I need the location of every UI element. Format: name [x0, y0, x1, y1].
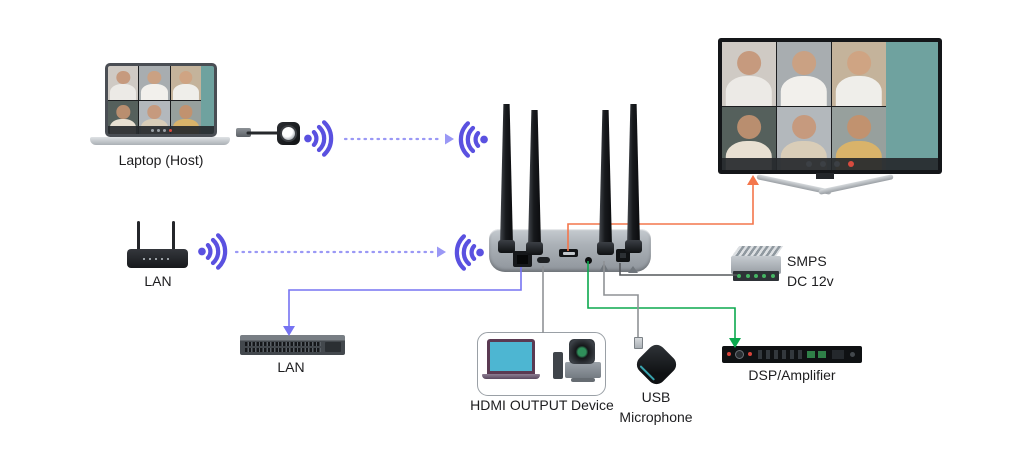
video-conference-grid [722, 42, 886, 170]
camera-control-icon [820, 161, 826, 167]
camera-control-icon [156, 128, 160, 132]
mic-control-icon [150, 128, 154, 132]
antenna [500, 104, 513, 246]
smps-terminals [733, 271, 779, 281]
usb-plug-icon [236, 128, 251, 137]
dsp-knob [748, 352, 752, 356]
participant-tile [722, 42, 776, 106]
output-laptop-base [482, 374, 540, 379]
router-antenna [172, 221, 175, 251]
smps-label-line2: DC 12v [787, 273, 834, 290]
participant-tile [832, 42, 886, 106]
usb-connector [634, 337, 643, 349]
dsp-knob [735, 350, 744, 359]
hdmi-port [559, 249, 578, 257]
ptz-camera-lens [569, 339, 595, 364]
antenna [627, 104, 640, 246]
participant-tile [108, 66, 139, 100]
wifi-signal-icon [198, 233, 228, 270]
lan-switch [240, 335, 345, 355]
output-laptop-screen [487, 339, 535, 374]
antenna-hinge [625, 240, 642, 253]
wifi-signal-icon [458, 121, 488, 158]
meeting-control-bar [722, 158, 938, 170]
router-antenna [137, 221, 140, 251]
wifi-signal-icon [304, 120, 334, 157]
switch-uplink-module [325, 342, 341, 352]
end-call-icon [168, 128, 172, 132]
usb-microphone-label-line1: USB [641, 389, 671, 405]
dongle-button [280, 125, 297, 142]
tv-stand-neck [816, 173, 834, 179]
lan-router-label: LAN [144, 273, 172, 289]
lan-connection-line [288, 267, 522, 327]
dsp-terminal [818, 351, 826, 358]
antenna [528, 110, 541, 246]
arrow-right-icon [445, 133, 454, 145]
participant-tile [777, 42, 831, 106]
share-control-icon [162, 128, 166, 132]
ethernet-port [513, 251, 532, 267]
lan-switch-label: LAN [277, 359, 305, 375]
dsp-knob [727, 352, 731, 356]
audio-connection-line [587, 261, 736, 339]
audio-jack-port [585, 257, 592, 264]
arrow-right-icon [437, 246, 446, 258]
switch-ports [245, 342, 321, 354]
ptz-camera-base [571, 378, 595, 382]
antenna-hinge [526, 242, 543, 255]
smps-label: SMPS DC 12v [787, 251, 867, 292]
dsp-amplifier-label: DSP/Amplifier [748, 367, 836, 383]
tv-display [718, 38, 942, 174]
smps-power-supply [731, 256, 781, 274]
usb-port [537, 257, 550, 263]
ptz-camera-body [565, 362, 601, 378]
antenna [599, 110, 612, 246]
antenna-hinge [498, 240, 515, 253]
video-conference-grid [108, 66, 201, 134]
dsp-amplifier [722, 346, 862, 363]
end-call-icon [848, 161, 854, 167]
wireless-dongle [277, 122, 300, 145]
lan-router [127, 249, 188, 268]
dsp-ports [758, 350, 802, 359]
host-laptop [105, 63, 217, 137]
usb-microphone-label-line2: Microphone [619, 409, 693, 426]
router-led-indicators [143, 258, 173, 260]
hdmi-output-device-label: HDMI OUTPUT Device [470, 397, 614, 413]
dsp-knob [850, 352, 855, 357]
participant-tile [170, 66, 201, 100]
smps-label-line1: SMPS [787, 253, 827, 269]
dsp-port [832, 350, 844, 359]
tv-screen [722, 42, 938, 170]
participant-tile [139, 66, 170, 100]
meeting-sidebar [886, 42, 938, 170]
remote-control [553, 352, 563, 379]
meeting-control-bar [108, 126, 214, 134]
wifi-signal-icon [454, 234, 484, 271]
host-laptop-screen [108, 66, 214, 134]
antenna-symbol-icon [628, 266, 638, 273]
dsp-terminal [807, 351, 815, 358]
host-laptop-base [90, 137, 230, 145]
mic-control-icon [806, 161, 812, 167]
meeting-sidebar [201, 66, 214, 134]
antenna-hinge [597, 242, 614, 255]
antenna-symbol-icon [599, 263, 609, 272]
share-control-icon [834, 161, 840, 167]
usb-microphone-label: USB Microphone [606, 387, 706, 428]
laptop-host-label: Laptop (Host) [118, 152, 204, 168]
